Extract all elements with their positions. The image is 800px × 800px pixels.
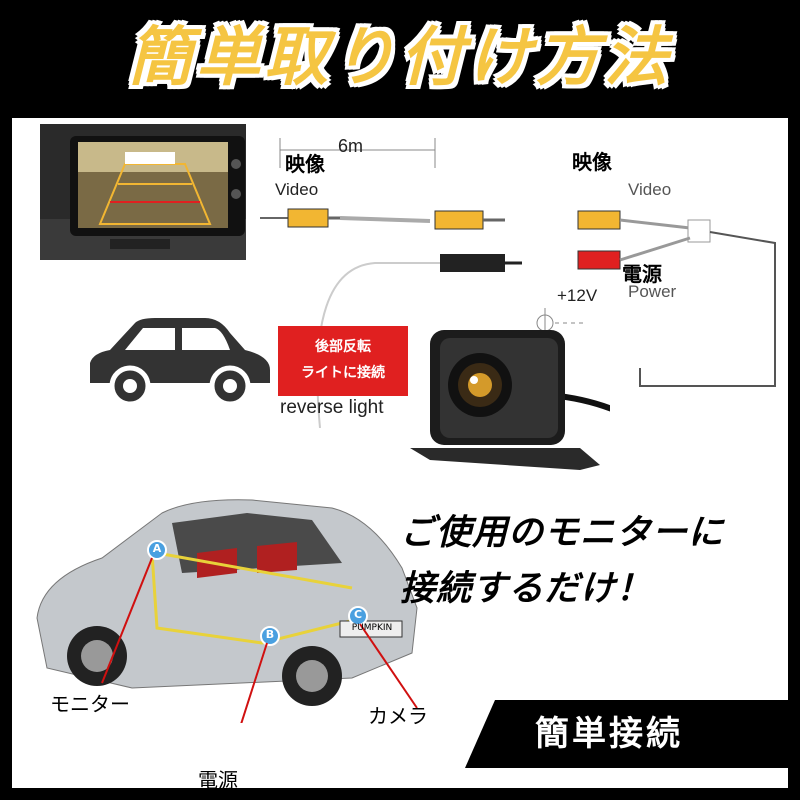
easy-connect-text: 簡単接続: [535, 714, 683, 754]
headline-line1: ご使用のモニターに: [400, 513, 725, 553]
wiring-diagram: [260, 138, 776, 428]
header: 簡単取り付け方法: [0, 0, 800, 118]
power-label: 電源: [198, 768, 238, 792]
power-jp-label: 電源: [622, 262, 662, 286]
reverse-light-en-label: reverse light: [280, 397, 384, 418]
video-jp-label-right: 映像: [572, 150, 612, 174]
point-b-label: B: [265, 628, 275, 641]
video-en-label-left: Video: [275, 180, 319, 199]
point-c-label: C: [353, 608, 363, 621]
license-plate: PUMPKIN: [351, 623, 393, 633]
easy-connect-banner: [465, 700, 800, 768]
point-a-label: A: [152, 542, 162, 555]
cable-length-label: 6m: [338, 136, 364, 156]
car-icon: [90, 318, 270, 407]
video-jp-label-left: 映像: [285, 152, 325, 176]
car-wiring-illustration: [36, 499, 418, 723]
monitor-photo: [40, 124, 246, 260]
reverse-jp-line1: 後部反転: [315, 339, 371, 355]
headline-line2: 接続するだけ！: [400, 569, 653, 609]
video-en-label-right: Video: [628, 180, 672, 199]
monitor-label: モニター: [50, 692, 130, 716]
power-en-label: Power: [628, 282, 677, 301]
backup-camera-image: [410, 330, 610, 470]
reverse-jp-line2: ライトに接続: [301, 365, 385, 381]
reverse-light-note: 後部反転 ライトに接続: [278, 326, 408, 396]
page-title: 簡単取り付け方法: [128, 21, 672, 95]
voltage-label: +12V: [557, 286, 598, 305]
camera-label: カメラ: [368, 704, 428, 728]
